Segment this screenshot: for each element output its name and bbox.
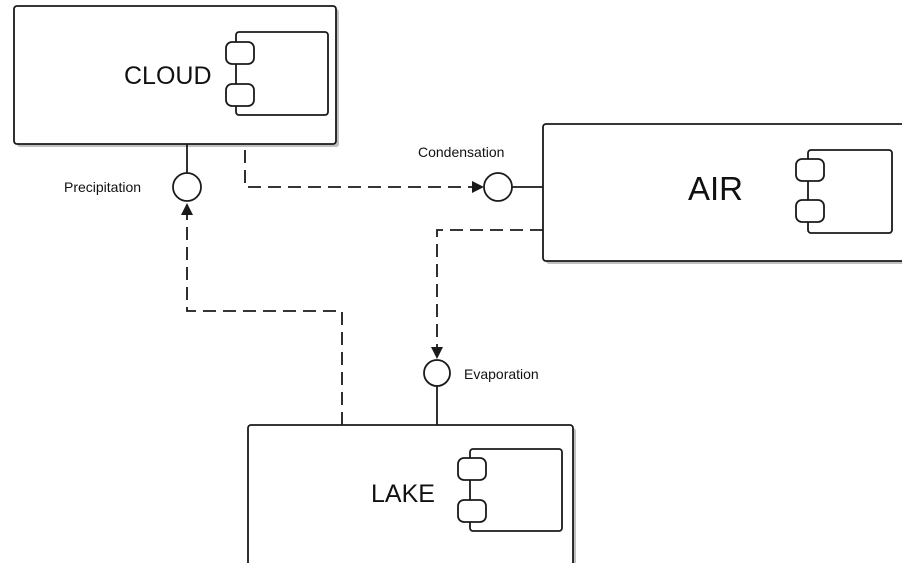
interface-condensation[interactable]: Condensation — [418, 144, 543, 202]
component-lake[interactable]: LAKE — [247, 424, 576, 563]
dependency-arrowhead — [472, 181, 484, 193]
dependency-line — [186, 215, 343, 425]
component-icon — [457, 448, 563, 532]
dependency-air-to-evaporation[interactable] — [431, 229, 543, 359]
dependency-line — [436, 229, 543, 348]
dependency-lake-to-precipitation[interactable] — [181, 203, 343, 425]
interface-precipitation[interactable]: Precipitation — [64, 144, 202, 202]
component-air-name: AIR — [688, 170, 743, 207]
component-cloud-name: CLOUD — [124, 62, 212, 90]
interface-precipitation-label: Precipitation — [64, 179, 141, 195]
interface-evaporation-lollipop — [423, 359, 451, 387]
interface-evaporation-label: Evaporation — [464, 366, 539, 382]
dependency-cloud-to-condensation[interactable] — [244, 150, 484, 193]
interface-precipitation-lollipop — [172, 172, 202, 202]
dependency-line — [244, 150, 474, 188]
interface-condensation-label: Condensation — [418, 144, 504, 160]
interface-condensation-lollipop — [483, 172, 513, 202]
dependency-arrowhead — [181, 203, 193, 215]
component-lake-name: LAKE — [371, 480, 435, 508]
component-air[interactable]: AIR — [542, 123, 902, 264]
component-icon — [225, 31, 329, 116]
component-icon — [795, 149, 893, 234]
dependency-arrowhead — [431, 347, 443, 359]
component-cloud[interactable]: CLOUD — [13, 5, 339, 147]
interface-evaporation[interactable]: Evaporation — [423, 359, 539, 425]
